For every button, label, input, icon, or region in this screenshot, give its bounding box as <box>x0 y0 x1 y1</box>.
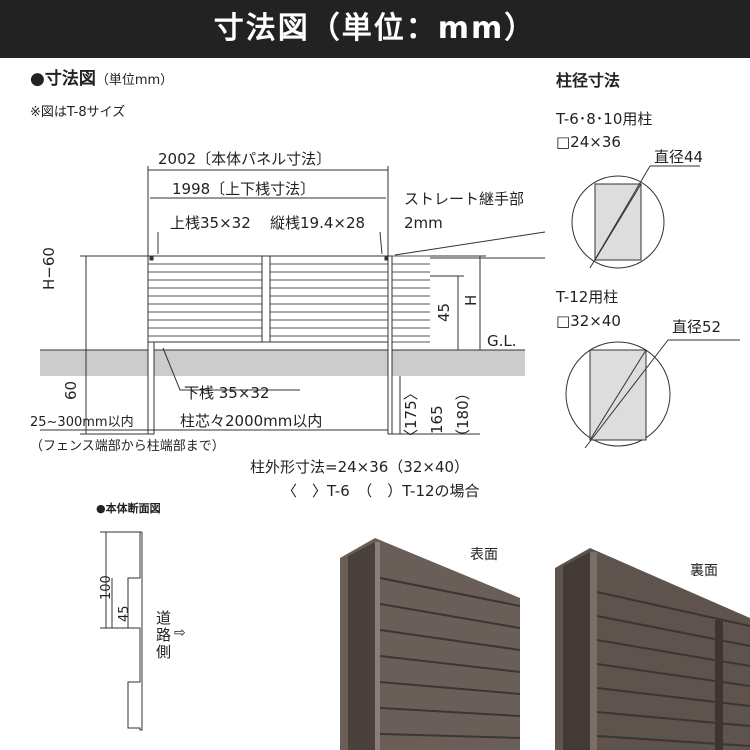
bottom-rail-label: 下桟 35×32 <box>184 384 270 402</box>
t12-diameter: 直径52 <box>672 318 722 336</box>
post-size-label: 柱外形寸法=24×36（32×40） <box>250 458 470 476</box>
t12-post-size: □32×40 <box>556 312 621 330</box>
dim-h-label: H <box>462 294 480 306</box>
road-side-label: 道路側 <box>156 609 172 661</box>
rail-width-label: 1998〔上下桟寸法〕 <box>172 180 316 198</box>
dim-45-label: 45 <box>435 302 453 322</box>
section-profile <box>100 531 143 731</box>
front-label: 表面 <box>470 547 498 563</box>
road-side-arrow: ⇨ <box>174 625 186 641</box>
post-diagram-title: 柱径寸法 <box>556 71 621 90</box>
dim-180-label: （180） <box>454 385 472 444</box>
straight-joint-label: ストレート継手部 <box>404 190 525 208</box>
diagram-title: ●寸法図（単位mm） <box>30 69 174 89</box>
t6-diameter: 直径44 <box>654 148 704 166</box>
front-photo <box>340 538 520 750</box>
post-note-label: 〈 〉T-6 （ ）T-12の場合 <box>282 482 480 500</box>
end-range-label: 25~300mm以内 <box>30 415 134 430</box>
page-header: 寸法図（単位：mm） <box>0 0 750 58</box>
joint-gap-label: 2mm <box>404 214 443 232</box>
page-title: 寸法図（単位：mm） <box>213 11 537 46</box>
size-note: ※図はT-8サイズ <box>30 105 126 120</box>
t12-post-label: T-12用柱 <box>556 288 619 306</box>
gl-label: G.L. <box>487 332 517 350</box>
section-dim-100: 100 <box>99 575 114 600</box>
dim-60-label: 60 <box>62 380 80 400</box>
back-label: 裏面 <box>690 563 718 579</box>
top-rail-label: 上桟35×32 <box>170 214 251 232</box>
dim-165-label: 165 <box>428 405 446 434</box>
h-minus-60-label: H−60 <box>40 247 58 290</box>
post-pitch-label: 柱芯々2000mm以内 <box>180 412 323 430</box>
vertical-rail-label: 縦桟19.4×28 <box>270 214 366 232</box>
end-note-label: （フェンス端部から柱端部まで） <box>30 439 225 454</box>
t6-post-label: T-6･8･10用柱 <box>556 110 653 128</box>
section-title: ●本体断面図 <box>96 502 161 515</box>
section-dim-45: 45 <box>117 605 132 622</box>
panel-width-label: 2002〔本体パネル寸法〕 <box>158 150 332 168</box>
dim-175-label: 〈175〉 <box>402 385 420 444</box>
back-photo <box>555 548 750 750</box>
t6-post-size: □24×36 <box>556 133 621 151</box>
ground-band <box>40 350 525 376</box>
